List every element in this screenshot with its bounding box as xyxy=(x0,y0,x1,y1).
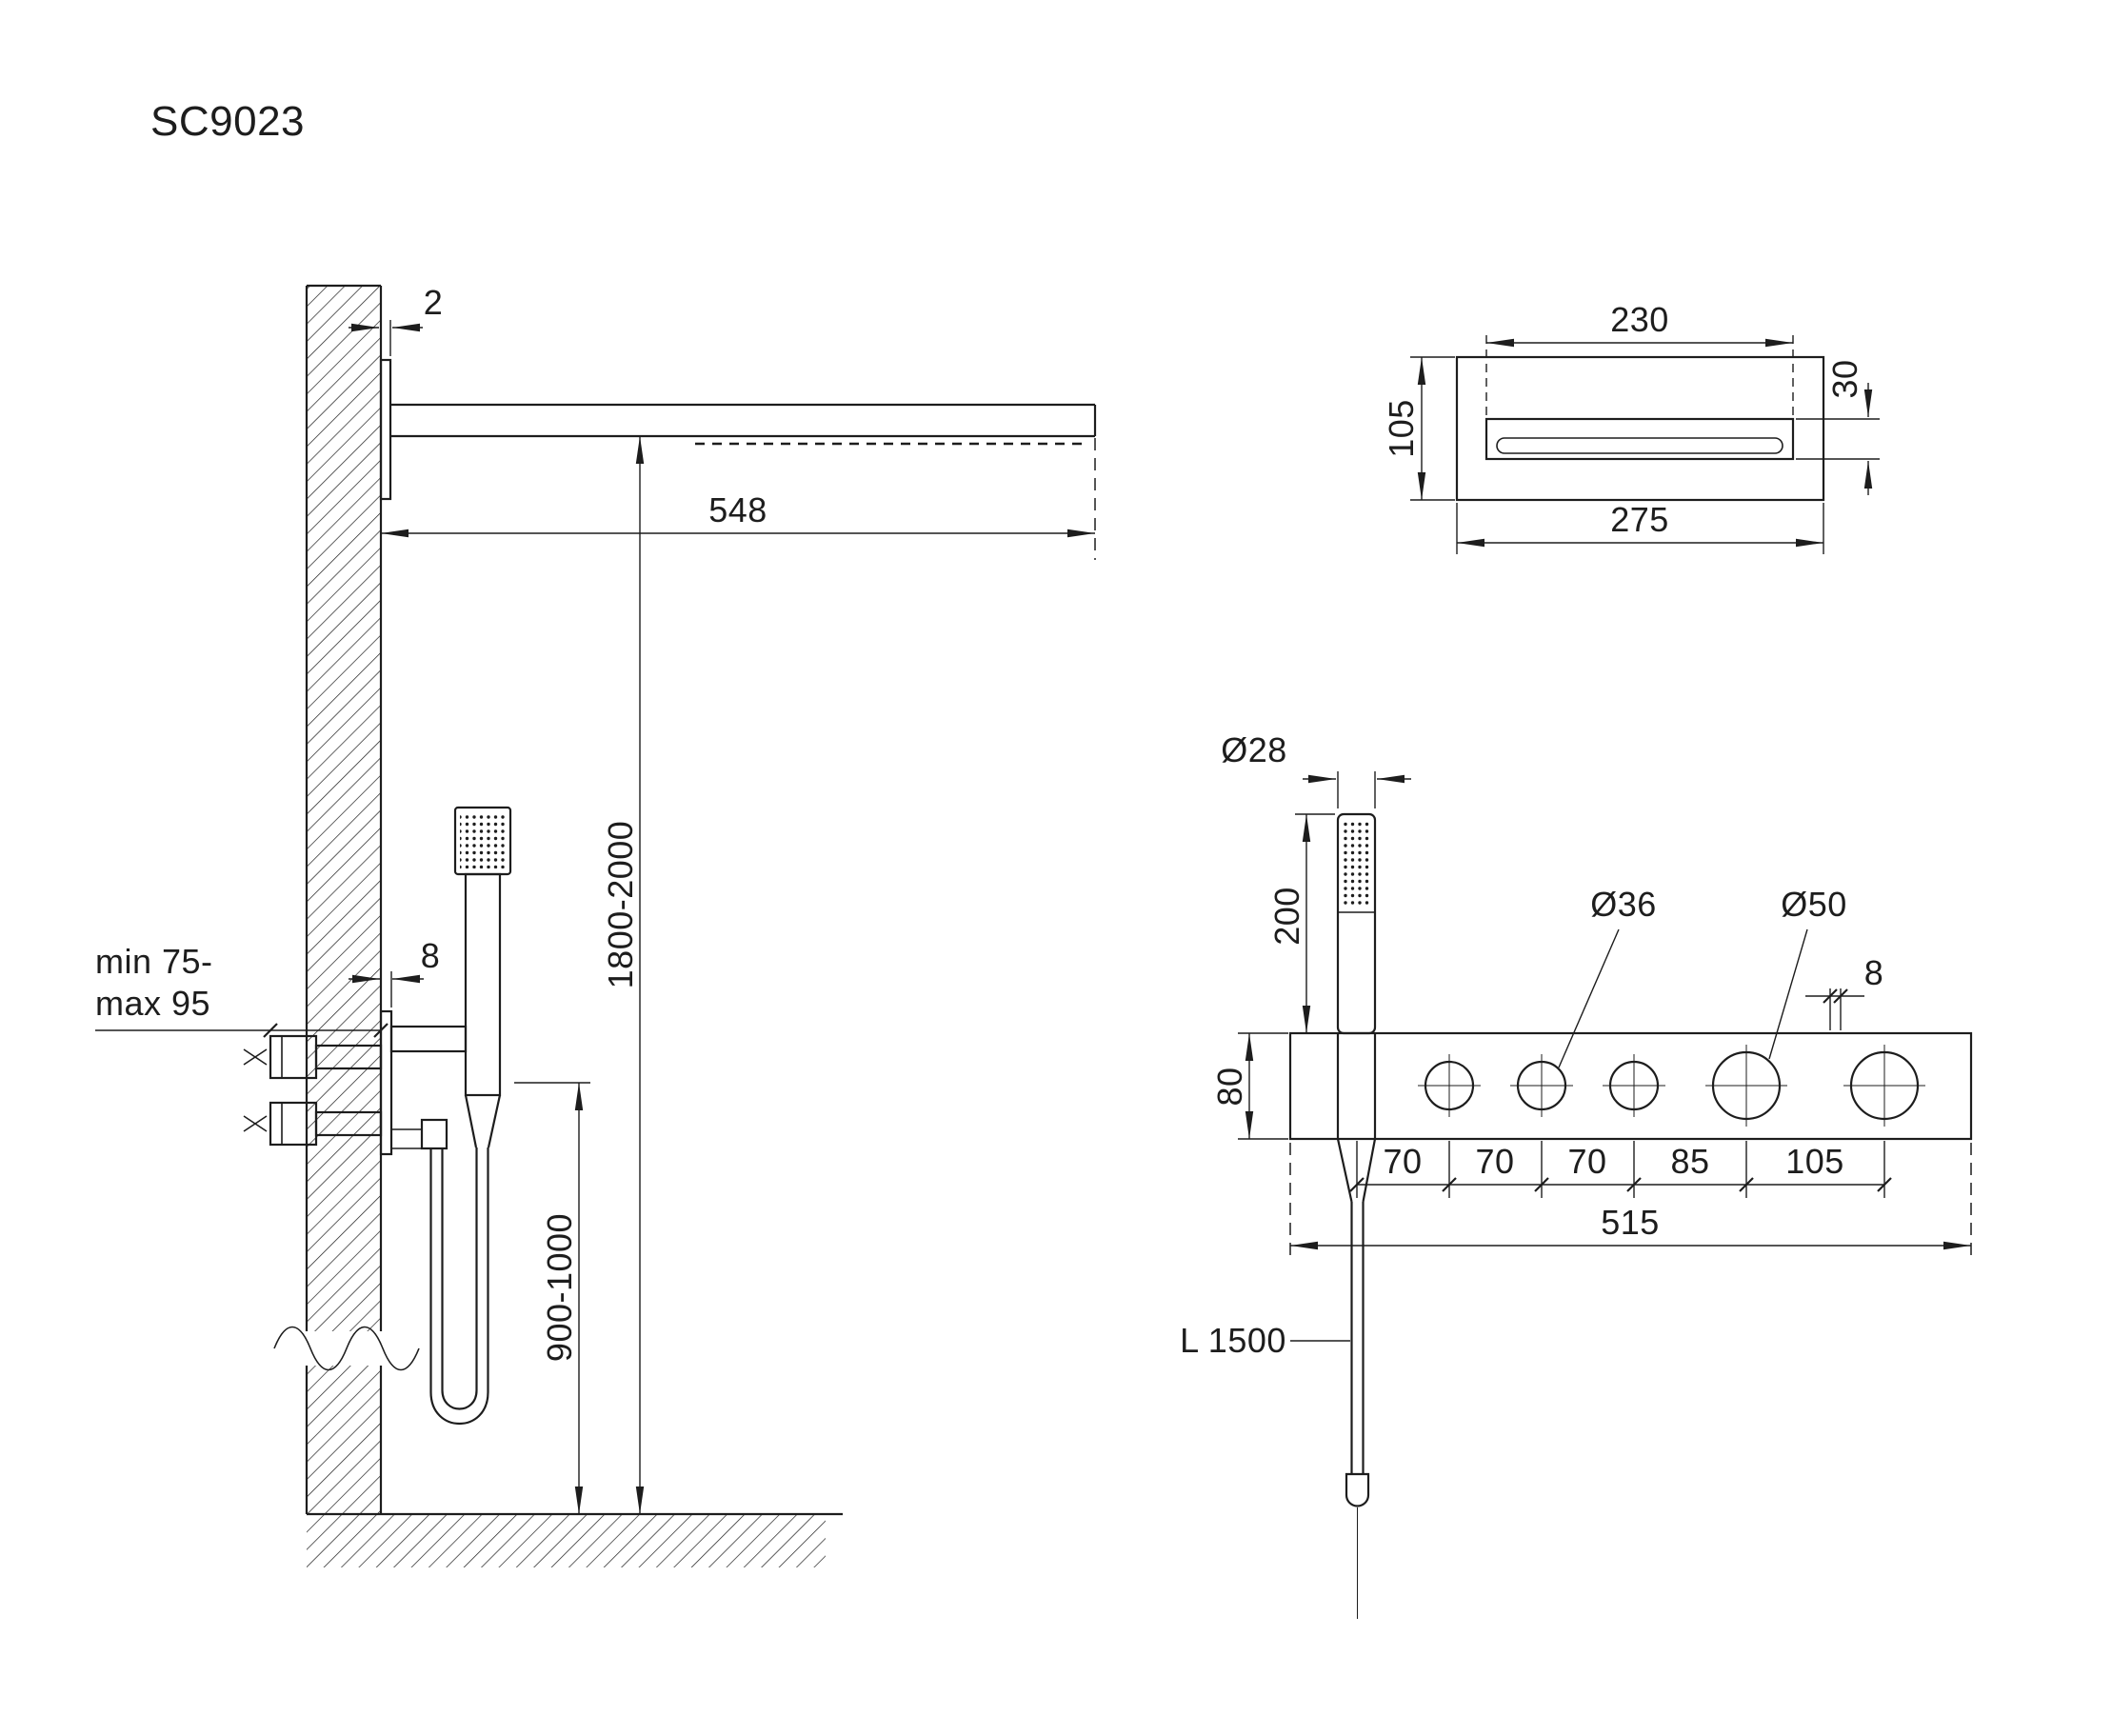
dim-head-height-label: 1800-2000 xyxy=(601,821,640,989)
dim-valve-height: 900-1000 xyxy=(514,1082,590,1514)
hand-shower-handle xyxy=(464,872,502,1097)
hose-side xyxy=(391,1118,489,1425)
wall-hatch-upper xyxy=(307,286,381,1331)
wall-bar-plate xyxy=(379,1009,393,1156)
dim-pitch-5-label: 105 xyxy=(1785,1142,1844,1181)
dim-head-width: 275 xyxy=(1456,500,1824,554)
dim-bar-length-label: 515 xyxy=(1601,1203,1660,1242)
hand-shower-spray-face xyxy=(460,813,506,868)
dim-slot-height: 30 xyxy=(1796,359,1880,495)
wall-break-symbol xyxy=(273,1326,420,1371)
dim-handshower-diameter: Ø28 xyxy=(1221,730,1411,808)
head-slot xyxy=(1484,417,1795,461)
dim-handshower-length-label: 200 xyxy=(1267,887,1306,946)
dim-pitch-3-label: 70 xyxy=(1567,1142,1606,1181)
valve-stem-1 xyxy=(314,1044,383,1070)
dim-knob-pitch-chain: 70 70 70 85 105 xyxy=(1349,1141,1892,1198)
dim-plate-thickness: 2 xyxy=(349,283,443,356)
wall-section xyxy=(273,284,420,1514)
dim-arm-projection: 548 xyxy=(381,490,1095,538)
head-body xyxy=(1455,355,1825,502)
valve-bar xyxy=(1288,1031,1973,1141)
dim-pitch-4-label: 85 xyxy=(1670,1142,1709,1181)
dim-bar-height-label: 80 xyxy=(1210,1067,1249,1106)
dim-arm-projection-label: 548 xyxy=(708,490,767,529)
hand-shower-side xyxy=(453,806,512,1148)
rough-in-label-line1: min 75- xyxy=(95,942,213,981)
leader-large-knob: Ø50 xyxy=(1768,885,1847,1060)
floor-hatch xyxy=(307,1514,826,1567)
valve-front-view: Ø28 200 80 Ø36 Ø50 8 xyxy=(1180,730,1973,1619)
dim-plate-thickness-label: 2 xyxy=(424,283,444,322)
wall-hatch-lower xyxy=(307,1366,381,1514)
dim-rough-in-depth: min 75- max 95 xyxy=(95,942,389,1038)
valve-stem-2 xyxy=(314,1110,383,1137)
hand-shower-spray-face-front xyxy=(1342,821,1371,905)
dim-holder-offset: 8 xyxy=(349,936,440,1008)
leader-small-knob: Ø36 xyxy=(1558,885,1657,1068)
dim-pitch-2-label: 70 xyxy=(1475,1142,1514,1181)
dim-slot-width-label: 230 xyxy=(1610,300,1669,339)
head-front-view: 230 105 30 275 xyxy=(1382,300,1880,554)
valve-body-side xyxy=(243,1034,383,1147)
dim-slot-height-label: 30 xyxy=(1825,359,1864,398)
wall-bar-and-holder xyxy=(379,1009,468,1156)
small-knob-diameter-label: Ø36 xyxy=(1590,885,1657,924)
shower-arm xyxy=(390,403,1097,560)
dim-right-offset-label: 8 xyxy=(1864,953,1884,992)
dim-pitch-1-label: 70 xyxy=(1383,1142,1422,1181)
hose-end-cap xyxy=(1345,1472,1370,1507)
side-view: 2 548 1800-2000 8 min 75- max 95 900-10 xyxy=(95,283,1097,1567)
hand-shower-front xyxy=(1336,812,1377,1203)
hand-shower-holder xyxy=(389,1025,468,1053)
dim-holder-offset-label: 8 xyxy=(421,936,441,975)
hose-length-label: L 1500 xyxy=(1180,1321,1286,1360)
dim-valve-height-label: 900-1000 xyxy=(540,1213,579,1362)
dim-bar-height: 80 xyxy=(1210,1032,1288,1140)
drawing-title: SC9023 xyxy=(150,98,305,145)
dim-bar-length: 515 xyxy=(1289,1143,1972,1257)
hose-front xyxy=(1345,1202,1370,1619)
hose-fitting xyxy=(420,1118,448,1150)
hand-shower-handle-front xyxy=(1336,812,1377,1035)
dim-handshower-length: 200 xyxy=(1267,813,1335,1033)
valve-handle-marks xyxy=(243,1048,268,1132)
dim-head-height: 1800-2000 xyxy=(601,436,645,1514)
dim-head-height-front: 105 xyxy=(1382,356,1455,501)
control-knobs xyxy=(1418,1045,1925,1127)
dim-slot-width: 230 xyxy=(1486,300,1793,348)
large-knob-diameter-label: Ø50 xyxy=(1781,885,1847,924)
dim-head-width-label: 275 xyxy=(1610,500,1669,539)
dim-head-height-front-label: 105 xyxy=(1382,399,1421,458)
label-hose-length: L 1500 xyxy=(1180,1321,1350,1360)
floor-section xyxy=(307,1512,843,1567)
dim-right-offset: 8 xyxy=(1805,953,1883,1030)
dim-handshower-diameter-label: Ø28 xyxy=(1221,730,1287,769)
mounting-plate xyxy=(379,358,392,501)
head-slot-lip xyxy=(1496,437,1783,454)
rough-in-label-line2: max 95 xyxy=(95,984,210,1023)
